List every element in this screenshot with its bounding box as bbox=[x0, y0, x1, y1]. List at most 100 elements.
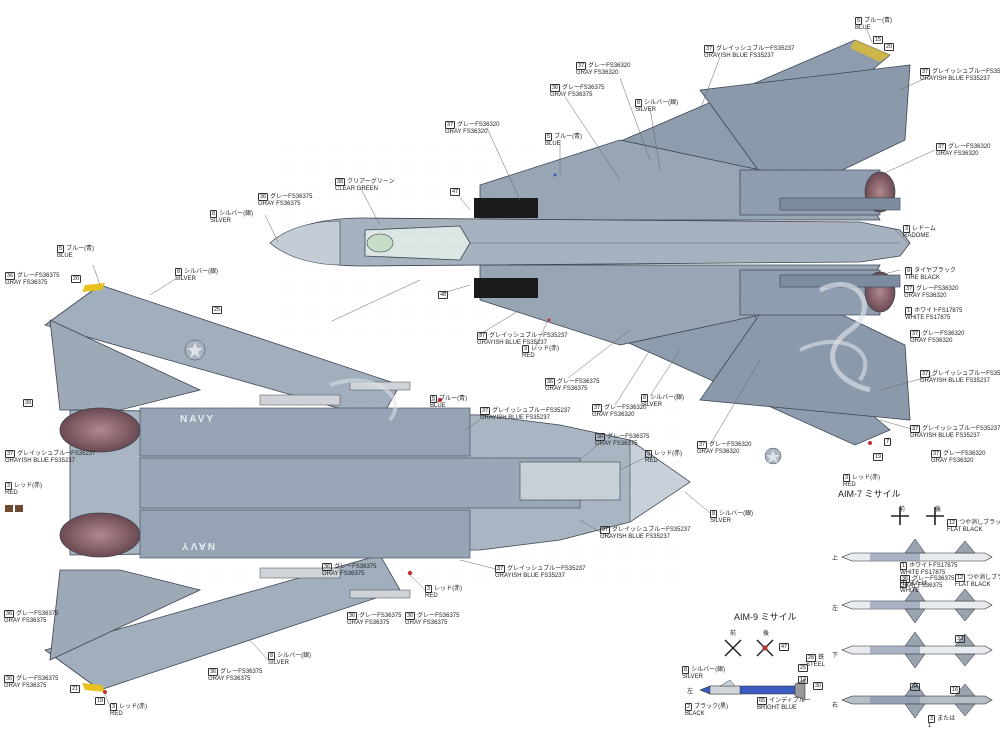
color-number-badge: 12 bbox=[947, 519, 958, 527]
aim7-front-cross bbox=[891, 507, 909, 525]
color-name-jp: グレーFS36375 bbox=[334, 564, 377, 570]
aim9-callout: 14 bbox=[798, 676, 810, 684]
color-name-en: BLUE bbox=[545, 141, 561, 147]
color-number-badge: 8 bbox=[210, 210, 218, 218]
color-name-en: GRAY FS36375 bbox=[5, 280, 48, 286]
color-number-badge: 36 bbox=[900, 575, 911, 583]
aim7-title: AIM-7 ミサイル bbox=[838, 489, 901, 499]
color-number-badge: 37 bbox=[477, 332, 488, 340]
color-name-en: RED bbox=[425, 593, 438, 599]
color-name-en: BLUE bbox=[57, 253, 73, 259]
color-number-badge: 1 bbox=[900, 580, 908, 588]
color-name-jp: グレイッシュブルーFS35237 bbox=[612, 527, 691, 533]
color-number-badge: 36 bbox=[208, 668, 219, 676]
color-number-badge: 25 bbox=[212, 306, 223, 314]
color-name-jp: グレーFS36375 bbox=[16, 676, 59, 682]
color-number-badge: 36 bbox=[550, 84, 561, 92]
color-name-en: STEEL bbox=[806, 662, 826, 668]
aim7-rear-label: 後 bbox=[935, 507, 942, 513]
color-number-badge: 36 bbox=[405, 612, 416, 620]
aim9-front-label: 前 bbox=[730, 631, 737, 637]
color-name-jp: インディブルー bbox=[769, 698, 811, 704]
color-name-en: GRAY FS36375 bbox=[322, 571, 365, 577]
color-name-en: GRAYISH BLUE FS35237 bbox=[495, 573, 565, 579]
color-name-jp: 鉄 bbox=[818, 655, 825, 661]
aim9-rear-label: 後 bbox=[763, 631, 770, 637]
color-name-en: SILVER bbox=[710, 518, 731, 524]
leader-lines bbox=[92, 27, 936, 708]
color-number-badge: 65 bbox=[757, 697, 768, 705]
color-number-badge: 37 bbox=[697, 441, 708, 449]
color-name-en: GRAYISH BLUE FS35237 bbox=[920, 76, 990, 82]
color-name-jp: グレーFS36320 bbox=[457, 122, 500, 128]
color-name-jp: ホワイトFS17875 bbox=[914, 308, 963, 314]
color-name-en: FLAT BLACK bbox=[955, 582, 991, 588]
color-name-jp: ブルー(青) bbox=[439, 396, 468, 402]
bottom-view-callout: 21 bbox=[70, 685, 82, 693]
color-name-jp: レッド(赤) bbox=[852, 475, 881, 481]
color-name-en: WHITE FS17875 bbox=[900, 570, 946, 576]
color-number-badge: 39 bbox=[23, 399, 34, 407]
color-name-en: RED bbox=[843, 482, 856, 488]
color-number-badge: 37 bbox=[600, 526, 611, 534]
color-name-jp: シルバー(銀) bbox=[184, 269, 219, 275]
color-number-badge: 25 bbox=[798, 664, 809, 672]
color-number-badge: 1 bbox=[905, 307, 913, 315]
color-number-badge: 30 bbox=[813, 682, 824, 690]
aim9-group bbox=[699, 639, 806, 701]
bottom-view-callout: 19 bbox=[95, 697, 107, 705]
navy-text-lower: NAVY bbox=[180, 540, 216, 551]
top-view-aircraft bbox=[269, 39, 911, 465]
top-view-callout: 7 bbox=[884, 438, 893, 446]
color-name-jp: ブルー(青) bbox=[864, 18, 893, 24]
color-number-badge: 1 bbox=[900, 562, 908, 570]
color-number-badge: 36 bbox=[545, 378, 556, 386]
color-name-jp: グレーFS36375 bbox=[17, 273, 60, 279]
color-name-jp: グレーFS36375 bbox=[220, 669, 263, 675]
color-name-jp: ホワイトFS17875 bbox=[909, 563, 958, 569]
color-name-en: GRAY FS36375 bbox=[208, 676, 251, 682]
aim9-callout: 25 bbox=[798, 664, 810, 672]
color-name-en: GRAYISH BLUE FS35237 bbox=[5, 458, 75, 464]
color-name-en: GRAY FS36375 bbox=[595, 441, 638, 447]
color-name-jp: ブルー(青) bbox=[554, 134, 583, 140]
aim7-callout: 33 bbox=[955, 635, 967, 643]
color-name-jp: タイヤブラック bbox=[914, 268, 956, 274]
color-name-en: SILVER bbox=[635, 107, 656, 113]
aim7-callout: 64 bbox=[910, 683, 922, 691]
color-name-en: SILVER bbox=[682, 674, 703, 680]
color-number-badge: 64 bbox=[910, 683, 921, 691]
color-name-en: BRIGHT BLUE bbox=[757, 705, 797, 711]
color-number-badge: 3 bbox=[928, 715, 936, 723]
color-number-badge: 37 bbox=[495, 565, 506, 573]
color-name-en: GRAY FS36375 bbox=[347, 620, 390, 626]
color-name-en: GRAY FS36375 bbox=[258, 201, 301, 207]
top-view-callout: 15 bbox=[873, 36, 885, 44]
color-name-en: SILVER bbox=[175, 276, 196, 282]
color-number-badge: 16 bbox=[950, 686, 961, 694]
aim7-missile bbox=[841, 631, 993, 669]
aim9-callout: 47 bbox=[779, 643, 791, 651]
color-name-en: GRAY FS36320 bbox=[592, 412, 635, 418]
color-number-badge: 14 bbox=[798, 676, 809, 684]
color-name-en: GRAY FS36375 bbox=[4, 683, 47, 689]
